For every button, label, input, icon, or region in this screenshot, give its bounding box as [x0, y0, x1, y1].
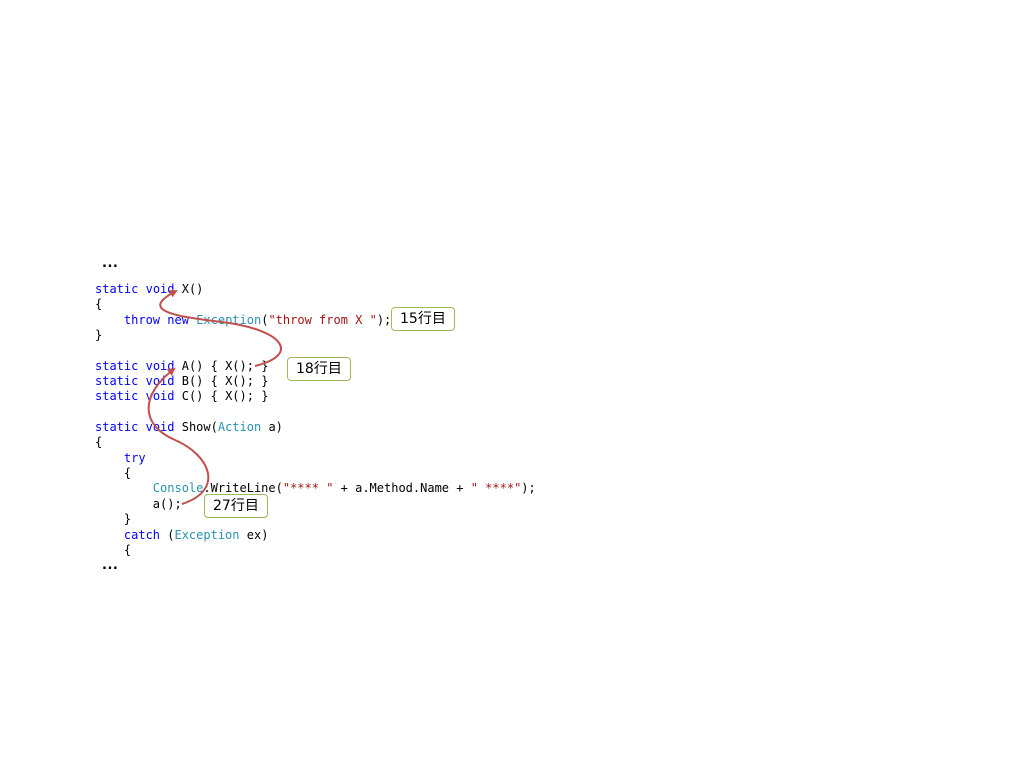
code-token: ex)	[239, 527, 269, 542]
code-token: static	[95, 374, 139, 389]
code-line: Console.WriteLine("**** " + a.Method.Nam…	[95, 481, 536, 496]
code-token: Console	[152, 481, 204, 496]
code-token: + a.Method.Name +	[333, 481, 471, 496]
code-token: );	[376, 312, 392, 327]
code-token: {	[95, 466, 132, 481]
code-line: }	[95, 328, 536, 343]
code-listing: static void X(){ throw new Exception("th…	[95, 282, 536, 558]
code-token: {	[95, 435, 103, 450]
code-token: catch	[123, 527, 161, 542]
code-line: {	[95, 297, 536, 312]
ellipsis-top: ...	[102, 256, 119, 271]
arrow-show-to-a	[147, 367, 210, 505]
code-token: "**** "	[282, 481, 334, 496]
code-line: {	[95, 543, 536, 558]
code-line: static void Show(Action a)	[95, 420, 536, 435]
code-token: Exception	[196, 312, 262, 327]
code-line: static void X()	[95, 282, 536, 297]
code-token: }	[95, 328, 103, 343]
code-line: {	[95, 466, 536, 481]
code-token: {	[95, 297, 103, 312]
code-token: B() { X(); }	[174, 374, 269, 389]
code-token: }	[95, 512, 132, 527]
code-token: throw	[123, 312, 161, 327]
code-line: static void B() { X(); }	[95, 374, 536, 389]
code-token: C() { X(); }	[174, 389, 269, 404]
code-token: a)	[261, 420, 283, 435]
code-token: X()	[174, 282, 204, 296]
code-token: Action	[217, 420, 262, 435]
code-token: " ****"	[470, 481, 522, 496]
code-token: (	[261, 312, 269, 327]
code-line: throw new Exception("throw from X ");	[95, 313, 536, 328]
code-token: try	[123, 450, 146, 465]
code-token: static	[95, 358, 139, 373]
code-token: {	[95, 542, 132, 557]
code-line: try	[95, 451, 536, 466]
code-line: {	[95, 435, 536, 450]
code-token: .WriteLine(	[203, 481, 283, 496]
code-token: );	[521, 481, 536, 496]
code-token: void	[145, 282, 175, 296]
callout-line-27: 27行目	[204, 494, 268, 518]
code-token: "throw from X "	[268, 312, 377, 327]
code-token: Exception	[174, 527, 240, 542]
code-token: Show(	[174, 420, 218, 435]
code-line: static void C() { X(); }	[95, 389, 536, 404]
code-token: (	[160, 527, 175, 542]
code-token: static	[95, 420, 139, 435]
ellipsis-bottom: ...	[102, 558, 119, 573]
code-line: a();	[95, 497, 536, 512]
code-token: a();	[95, 496, 182, 511]
callout-line-18: 18行目	[287, 357, 351, 381]
callout-line-15: 15行目	[391, 307, 455, 331]
code-token: static	[95, 282, 139, 296]
code-token: A() { X(); }	[174, 358, 269, 373]
code-line: }	[95, 512, 536, 527]
code-line: catch (Exception ex)	[95, 528, 536, 543]
arrow-a-to-x	[159, 290, 282, 367]
code-token: static	[95, 389, 139, 404]
